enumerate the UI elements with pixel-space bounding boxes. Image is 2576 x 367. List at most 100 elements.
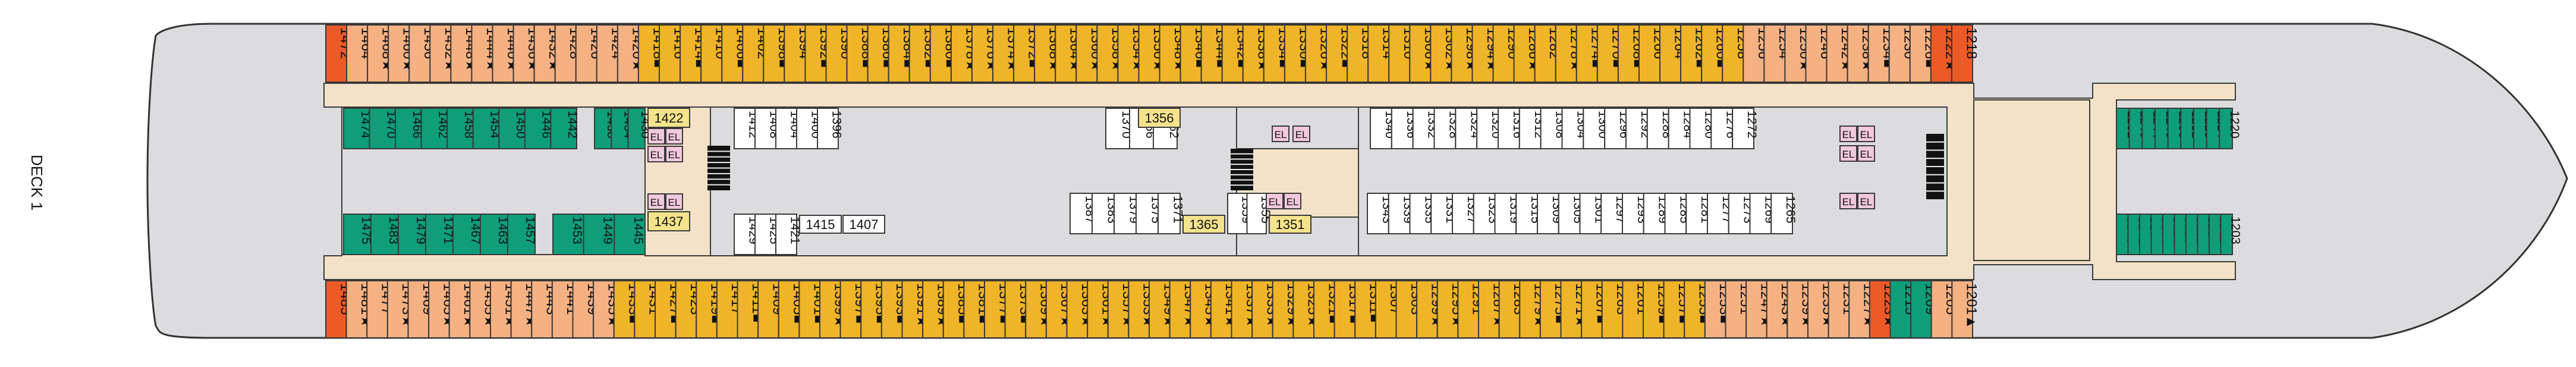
cabin-1453[interactable]: 1453 bbox=[552, 214, 584, 255]
cabin-1220[interactable]: 1220 bbox=[2219, 108, 2241, 149]
cabin-1442[interactable]: 1442 bbox=[550, 108, 579, 149]
cabin-1464[interactable]: 1464 bbox=[346, 24, 375, 83]
cabin-1475[interactable]: 1475 bbox=[343, 214, 373, 255]
cabin-1463[interactable]: 1463 bbox=[480, 214, 509, 255]
cabin-1456[interactable]: 1456 bbox=[408, 24, 437, 83]
cabin-1205[interactable]: 1205 bbox=[1930, 280, 1959, 338]
cabin-1336[interactable]: 1336 bbox=[1391, 108, 1418, 149]
cabin-box bbox=[1367, 193, 1389, 234]
cabin-box bbox=[1114, 193, 1137, 234]
cabin-1360[interactable]: 1360★ bbox=[1075, 24, 1104, 83]
cabin-1223[interactable]: 1223★ bbox=[1869, 280, 1897, 338]
cabin-1268[interactable]: 1268■ bbox=[1617, 24, 1646, 83]
cabin-1286[interactable]: 1286★ bbox=[1513, 24, 1542, 83]
cabin-1339[interactable]: 1339 bbox=[1388, 193, 1415, 234]
cabin-1265[interactable]: 1265 bbox=[1770, 193, 1797, 234]
cabin-box bbox=[1246, 193, 1267, 234]
cabin-1447[interactable]: 1447★ bbox=[510, 280, 539, 338]
cabin-1396[interactable]: 1396 bbox=[817, 108, 844, 149]
cabin-number: 1201▲ bbox=[1964, 283, 1980, 329]
cabin-1402[interactable]: 1402 bbox=[742, 24, 770, 83]
cabin-1470[interactable]: 1470 bbox=[369, 108, 398, 149]
cabin-box bbox=[721, 24, 744, 83]
cabin-1390[interactable]: 1390 bbox=[825, 24, 854, 83]
cabin-1298[interactable]: 1298★ bbox=[1451, 24, 1479, 83]
cabin-1421[interactable]: 1421 bbox=[775, 214, 802, 255]
cabin-box bbox=[575, 24, 597, 83]
cabin-number: 1422 bbox=[655, 111, 684, 126]
cabin-box bbox=[1347, 24, 1369, 83]
cabin-1466[interactable]: 1466 bbox=[395, 108, 424, 149]
cabin-1449[interactable]: 1449 bbox=[583, 214, 615, 255]
cabin-1457[interactable]: 1457 bbox=[507, 214, 537, 255]
cabin-1429[interactable]: 1429 bbox=[734, 214, 760, 255]
elevator-box bbox=[647, 128, 665, 145]
cabin-1201[interactable]: 1201▲ bbox=[1951, 280, 1980, 338]
cabin-1371[interactable]: 1371 bbox=[1158, 193, 1185, 234]
cabin-1291[interactable]: 1291 bbox=[1457, 280, 1486, 338]
cabin-1329[interactable]: 1329★ bbox=[1272, 280, 1300, 338]
cabin-1351[interactable]: 1351 bbox=[1269, 215, 1311, 234]
elevator: EL bbox=[647, 193, 665, 210]
cabin-box bbox=[880, 280, 903, 338]
cabin-1462[interactable]: 1462 bbox=[420, 108, 450, 149]
cabin-1292[interactable]: 1292 bbox=[1625, 108, 1652, 149]
cabin-1417[interactable]: 1417 bbox=[716, 280, 744, 338]
cabin-1446[interactable]: 1446 bbox=[524, 108, 553, 149]
cabin-box bbox=[1292, 280, 1314, 338]
cabin-1247[interactable]: 1247★ bbox=[1745, 280, 1773, 338]
cabin-1259[interactable]: 1259■ bbox=[1643, 280, 1671, 338]
cabin-1285[interactable]: 1285 bbox=[1664, 193, 1691, 234]
cabin-1467[interactable]: 1467 bbox=[452, 214, 482, 255]
cabin-box bbox=[1888, 24, 1911, 83]
cabin-1422[interactable]: 1422 bbox=[647, 108, 690, 128]
cabin-1483[interactable]: 1483 bbox=[370, 214, 400, 255]
cabin-1474[interactable]: 1474 bbox=[343, 108, 372, 149]
cabin-1310[interactable]: 1310 bbox=[1388, 24, 1417, 83]
cabin-1356[interactable]: 1356 bbox=[1138, 108, 1181, 128]
elevator: EL bbox=[1266, 193, 1284, 209]
cabin-1398[interactable]: 1398■ bbox=[763, 24, 791, 83]
cabin-1367[interactable]: 1367★ bbox=[1045, 280, 1074, 338]
cabin-1437[interactable]: 1437 bbox=[647, 211, 690, 231]
cabin-1295[interactable]: 1295★ bbox=[1436, 280, 1465, 338]
cabin-1322[interactable]: 1322■ bbox=[1326, 24, 1354, 83]
cabin-1407[interactable]: 1407 bbox=[842, 215, 885, 234]
cabin-1272[interactable]: 1272 bbox=[1732, 108, 1759, 149]
cabin-1283[interactable]: 1283 bbox=[1498, 280, 1527, 338]
cabin-1282[interactable]: 1282 bbox=[1534, 24, 1563, 83]
cabin-1308[interactable]: 1308 bbox=[1540, 108, 1567, 149]
cabin-1267[interactable]: 1267■ bbox=[1581, 280, 1609, 338]
cabin-1404[interactable]: 1404 bbox=[775, 108, 802, 149]
cabin-1333[interactable]: 1333★ bbox=[1251, 280, 1279, 338]
cabin-1261[interactable]: 1261 bbox=[1622, 280, 1650, 338]
cabin-box bbox=[1596, 24, 1619, 83]
cabin-1331[interactable]: 1331 bbox=[1430, 193, 1457, 234]
cabin-box bbox=[450, 24, 473, 83]
cabin-1479[interactable]: 1479 bbox=[398, 214, 427, 255]
cabin-1227[interactable]: 1227★ bbox=[1848, 280, 1877, 338]
cabin-1299[interactable]: 1299★ bbox=[1416, 280, 1444, 338]
cabin-1450[interactable]: 1450 bbox=[498, 108, 527, 149]
cabin-1458[interactable]: 1458 bbox=[446, 108, 476, 149]
cabin-1301[interactable]: 1301 bbox=[1579, 193, 1606, 234]
cabin-1445[interactable]: 1445 bbox=[614, 214, 646, 255]
cabin-1218[interactable]: 1218 bbox=[1951, 24, 1980, 83]
cabin-1415[interactable]: 1415 bbox=[799, 215, 842, 234]
cabin-1372[interactable]: 1372■ bbox=[1013, 24, 1042, 83]
cabin-1454[interactable]: 1454 bbox=[472, 108, 502, 149]
cabin-1222[interactable]: 1222★ bbox=[1930, 24, 1959, 83]
cabin-1370[interactable]: 1370 bbox=[1105, 108, 1133, 149]
cabin-1423[interactable]: 1423 bbox=[675, 280, 703, 338]
cabin-1471[interactable]: 1471 bbox=[425, 214, 455, 255]
elevator-box bbox=[1857, 193, 1875, 209]
cabin-box bbox=[908, 24, 931, 83]
cabin-1294[interactable]: 1294★ bbox=[1471, 24, 1500, 83]
cabin-1258[interactable]: 1258 bbox=[1722, 24, 1750, 83]
cabin-number: 1421 bbox=[788, 217, 802, 244]
cabin-1365[interactable]: 1365 bbox=[1182, 215, 1225, 234]
cabin-1203[interactable]: 1203 bbox=[2220, 214, 2242, 255]
cabin-1361[interactable]: 1361★ bbox=[1087, 280, 1115, 338]
elevator: EL bbox=[1292, 126, 1310, 142]
cabin-1234[interactable]: 1234■ bbox=[1867, 24, 1896, 83]
